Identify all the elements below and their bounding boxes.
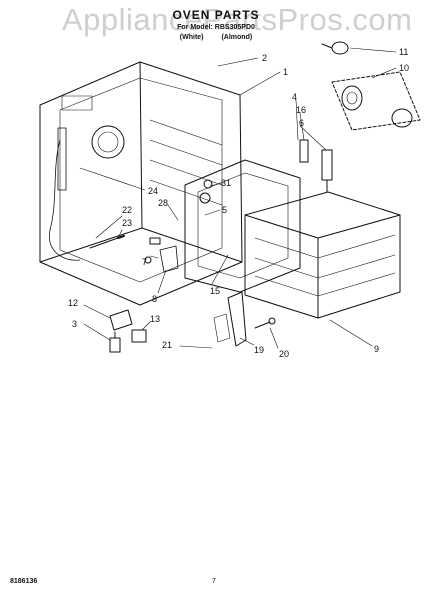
callout-4: 4	[292, 92, 297, 102]
callout-2: 2	[262, 53, 267, 63]
lower-components	[109, 309, 147, 353]
callout-15: 15	[210, 286, 220, 296]
callout-16: 16	[296, 105, 306, 115]
callout-13: 13	[150, 314, 160, 324]
variant-almond: (Almond)	[221, 34, 253, 41]
hinge-assembly	[213, 291, 276, 347]
callout-22: 22	[122, 205, 132, 215]
callout-28: 28	[158, 198, 168, 208]
document-number: 8186136	[10, 578, 38, 585]
bracket-clips	[144, 179, 213, 273]
oven-front-frame	[184, 159, 301, 293]
variant-white: (White)	[179, 34, 204, 41]
oven-rack-frame	[244, 191, 401, 319]
callout-21: 21	[162, 340, 172, 350]
color-variants: (White) (Almond)	[0, 34, 432, 41]
callout-1: 1	[283, 67, 288, 77]
callout-10: 10	[399, 63, 409, 73]
leader-lines	[79, 47, 397, 349]
element-connectors	[299, 139, 333, 193]
callout-6: 6	[299, 118, 304, 128]
callout-7: 7	[142, 257, 147, 267]
oven-light-assembly	[321, 41, 421, 131]
callout-5: 5	[222, 205, 227, 215]
callout-9: 9	[374, 344, 379, 354]
callout-11: 11	[399, 47, 408, 57]
callout-24: 24	[148, 186, 158, 196]
callout-8: 8	[152, 294, 157, 304]
callout-20: 20	[279, 349, 289, 359]
callout-3: 3	[72, 319, 77, 329]
wiring-harness	[49, 127, 125, 261]
watermark: AppliancePartsPros.com	[62, 2, 413, 37]
callout-12: 12	[68, 298, 78, 308]
callout-19: 19	[254, 345, 264, 355]
page-title: OVEN PARTS	[172, 8, 260, 22]
callout-23: 23	[122, 218, 132, 228]
callout-31: 31	[221, 178, 231, 188]
model-subtitle: For Model: RBS305PD0	[177, 24, 255, 31]
callout-labels: 2 1 11 10 4 16 6 31 5 28 24 22 23 15 7 8…	[68, 47, 409, 359]
page-number: 7	[212, 578, 216, 585]
